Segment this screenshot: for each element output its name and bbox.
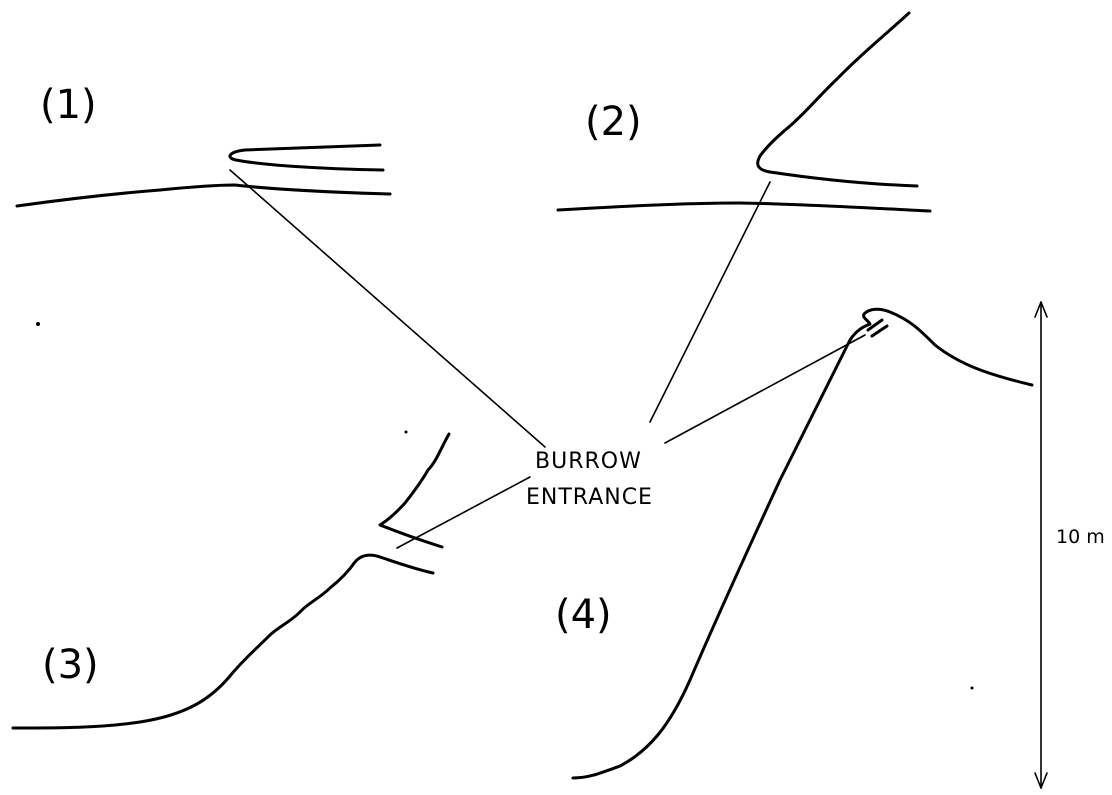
- profile-2: [556, 11, 932, 213]
- leader-to-burrow-4: [664, 334, 866, 444]
- scan-speck: [404, 430, 408, 434]
- profile-1: [15, 143, 392, 208]
- panel-label-1: (1): [40, 82, 97, 128]
- profile-2-ground: [556, 201, 932, 213]
- profile-4-cliff: [571, 307, 1034, 780]
- scale-bar: [1034, 301, 1048, 789]
- scan-speck: [36, 322, 40, 326]
- profile-4: [571, 307, 1034, 780]
- profile-2-slope: [756, 11, 919, 188]
- scale-bar-label: 10 m: [1056, 526, 1105, 548]
- leader-to-burrow-1: [229, 169, 546, 448]
- leader-to-burrow-2: [649, 181, 771, 423]
- panel-label-3: (3): [42, 642, 99, 688]
- scale-bar-bottom-arrow: [1034, 772, 1048, 789]
- profile-1-ground: [15, 183, 392, 208]
- callout-leaders: [229, 169, 866, 549]
- profile-4-burrow-mark: [866, 318, 889, 338]
- leader-to-burrow-3: [396, 476, 531, 549]
- panel-label-4: (4): [555, 592, 612, 638]
- profile-1-burrow: [228, 143, 385, 172]
- panel-label-2: (2): [585, 99, 642, 145]
- profile-3: [11, 432, 451, 730]
- callout-entrance: ENTRANCE: [526, 485, 653, 510]
- scale-bar-top-arrow: [1034, 301, 1048, 318]
- scan-speck: [970, 686, 974, 690]
- profile-3-upper-cliff: [378, 432, 451, 549]
- profile-3-lower-slope: [11, 553, 435, 730]
- callout-burrow: BURROW: [535, 449, 642, 474]
